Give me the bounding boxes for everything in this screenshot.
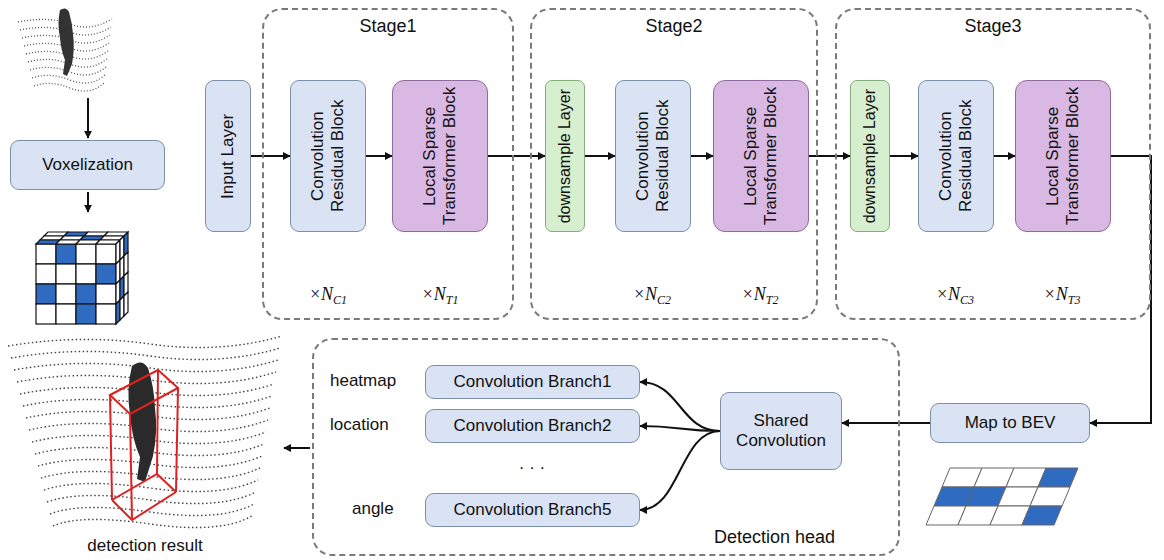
box-label: Input Layer (218, 86, 238, 226)
process-box: Convolution Branch1 (425, 365, 640, 399)
downsample-layer: downsample Layer (850, 80, 890, 232)
process-box: Map to BEV (930, 403, 1090, 443)
process-box: Convolution Residual Block (918, 80, 994, 232)
flow-arrow (994, 155, 1015, 157)
process-box: Convolution Branch2 (425, 409, 640, 443)
box-label: Convolution Residual Block (936, 86, 975, 226)
flow-arrow (890, 155, 918, 157)
repeat-symbol: ×N (1044, 284, 1068, 304)
process-box: Convolution Residual Block (290, 80, 366, 232)
box-label: Local Sparse Transformer Block (741, 86, 780, 226)
repeat-count: ×NT1 (422, 284, 459, 308)
detection-point-cloud (8, 336, 282, 528)
dashed-group: Detection head Convolution Branch1Convolu… (312, 338, 900, 556)
repeat-subscript: T2 (766, 293, 779, 307)
flow-arrow (691, 155, 713, 157)
caption-label: detection result (87, 536, 202, 556)
flow-arrow (640, 431, 720, 510)
dashed-group: Stage3 downsample Layer Convolution Residu… (835, 8, 1151, 320)
box-label: Convolution Branch2 (448, 416, 618, 436)
repeat-symbol: ×N (309, 284, 333, 304)
downsample-layer: downsample Layer (545, 80, 585, 232)
repeat-symbol: ×N (936, 284, 960, 304)
flow-arrow (87, 192, 89, 212)
process-box: Convolution Residual Block (615, 80, 691, 232)
output-name: angle (352, 499, 394, 519)
point-cloud-input (18, 8, 112, 91)
repeat-count: ×NT3 (1044, 284, 1081, 308)
box-label: Local Sparse Transformer Block (1043, 86, 1082, 226)
transformer-block: Local Sparse Transformer Block (1015, 80, 1111, 232)
box-label: Map to BEV (959, 413, 1062, 433)
group-heading: Stage2 (532, 16, 816, 37)
process-box: Input Layer (205, 80, 251, 232)
process-box: Convolution Branch5 (425, 493, 640, 527)
repeat-subscript: T1 (446, 293, 459, 307)
ellipsis: · · · (519, 458, 545, 478)
voxel-grid (36, 232, 128, 324)
box-label: downsample Layer (861, 89, 879, 223)
flow-arrow (809, 155, 850, 157)
flow-arrow (366, 155, 392, 157)
group-heading: Stage3 (837, 16, 1149, 37)
transformer-block: Local Sparse Transformer Block (713, 80, 809, 232)
box-label: Convolution Residual Block (633, 86, 672, 226)
repeat-subscript: C1 (333, 293, 347, 307)
flow-arrow (640, 426, 720, 431)
output-name: location (330, 415, 389, 435)
group-heading: Stage1 (264, 16, 512, 37)
repeat-count: ×NC1 (309, 284, 347, 308)
bev-grid (926, 468, 1078, 525)
box-label: Convolution Branch1 (448, 372, 618, 392)
output-name: heatmap (330, 371, 396, 391)
process-box: Voxelization (10, 140, 165, 190)
repeat-count: ×NC2 (633, 284, 671, 308)
box-label: downsample Layer (556, 89, 574, 223)
repeat-count: ×NC3 (936, 284, 974, 308)
box-label: Convolution Residual Block (308, 86, 347, 226)
repeat-symbol: ×N (422, 284, 446, 304)
flow-arrow (284, 447, 310, 449)
box-label: Local Sparse Transformer Block (420, 86, 459, 226)
repeat-subscript: C3 (960, 293, 974, 307)
flow-arrow (488, 155, 545, 157)
flow-arrow (87, 98, 89, 138)
transformer-block: Local Sparse Transformer Block (392, 80, 488, 232)
repeat-symbol: ×N (742, 284, 766, 304)
dashed-group: Stage2 downsample Layer Convolution Residu… (530, 8, 818, 320)
flow-arrow (585, 155, 615, 157)
dashed-group: Stage1Convolution Residual Block Local Sp… (262, 8, 514, 320)
repeat-subscript: T3 (1068, 293, 1081, 307)
flow-arrow (842, 422, 930, 424)
box-label: Voxelization (36, 155, 139, 175)
repeat-symbol: ×N (633, 284, 657, 304)
group-heading: Detection head (714, 527, 835, 548)
box-label: Shared Convolution (721, 411, 841, 450)
box-label: Convolution Branch5 (448, 500, 618, 520)
flow-arrow (251, 155, 290, 157)
repeat-subscript: C2 (657, 293, 671, 307)
repeat-count: ×NT2 (742, 284, 779, 308)
flow-arrow (640, 382, 720, 431)
process-box: Shared Convolution (720, 392, 842, 470)
